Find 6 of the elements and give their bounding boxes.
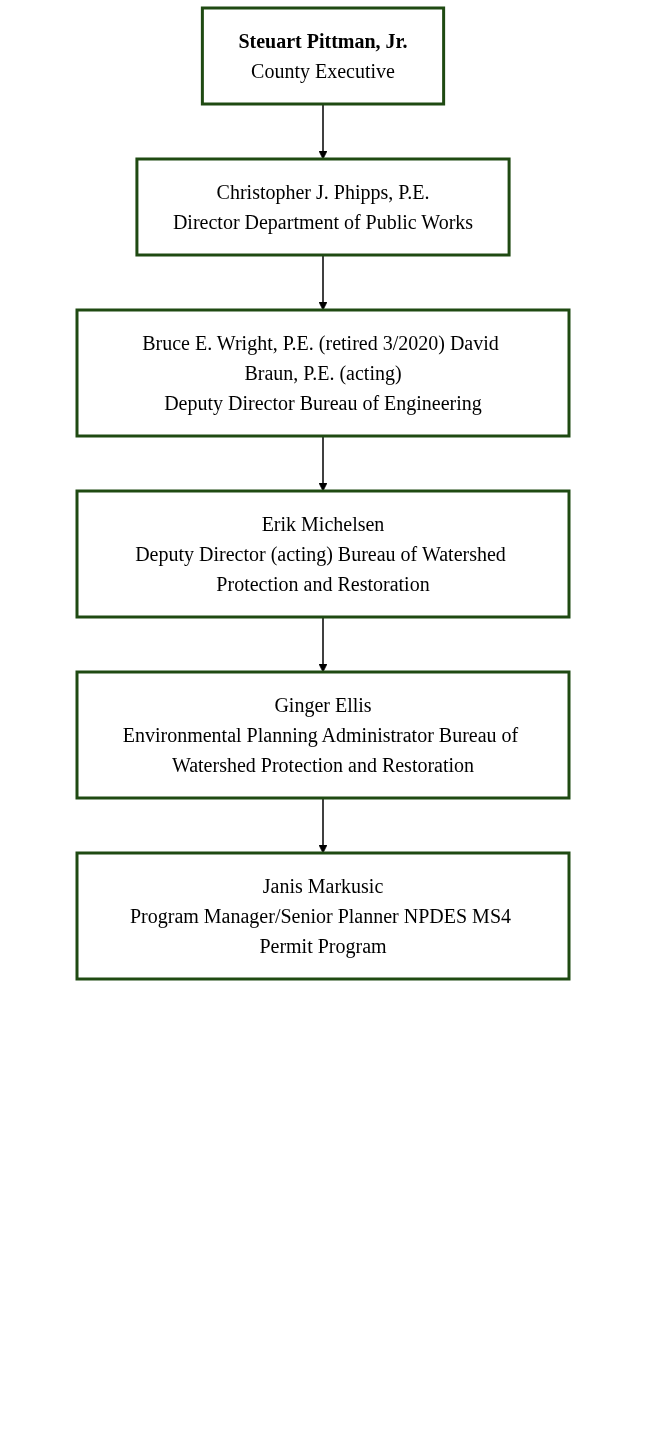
node-box: Ginger Ellis Environmental Planning Administrator Bureau of Watershed Protection and Restoration — [75, 670, 570, 800]
node-box: Janis Markusic Program Manager/Senior Planner NPDES MS4 Permit Program — [75, 851, 570, 981]
node-box: Bruce E. Wright, P.E. (retired 3/2020) David Braun, P.E. (acting) Deputy Director Bureau of Engineering — [75, 308, 570, 438]
node-box: Christopher J. Phipps, P.E. Director Department of Public Works — [134, 157, 511, 257]
node-box: Steuart Pittman, Jr. County Executive — [200, 6, 445, 106]
node-box: Erik Michelsen Deputy Director (acting) Bureau of Watershed Protection and Restoration — [75, 489, 570, 619]
